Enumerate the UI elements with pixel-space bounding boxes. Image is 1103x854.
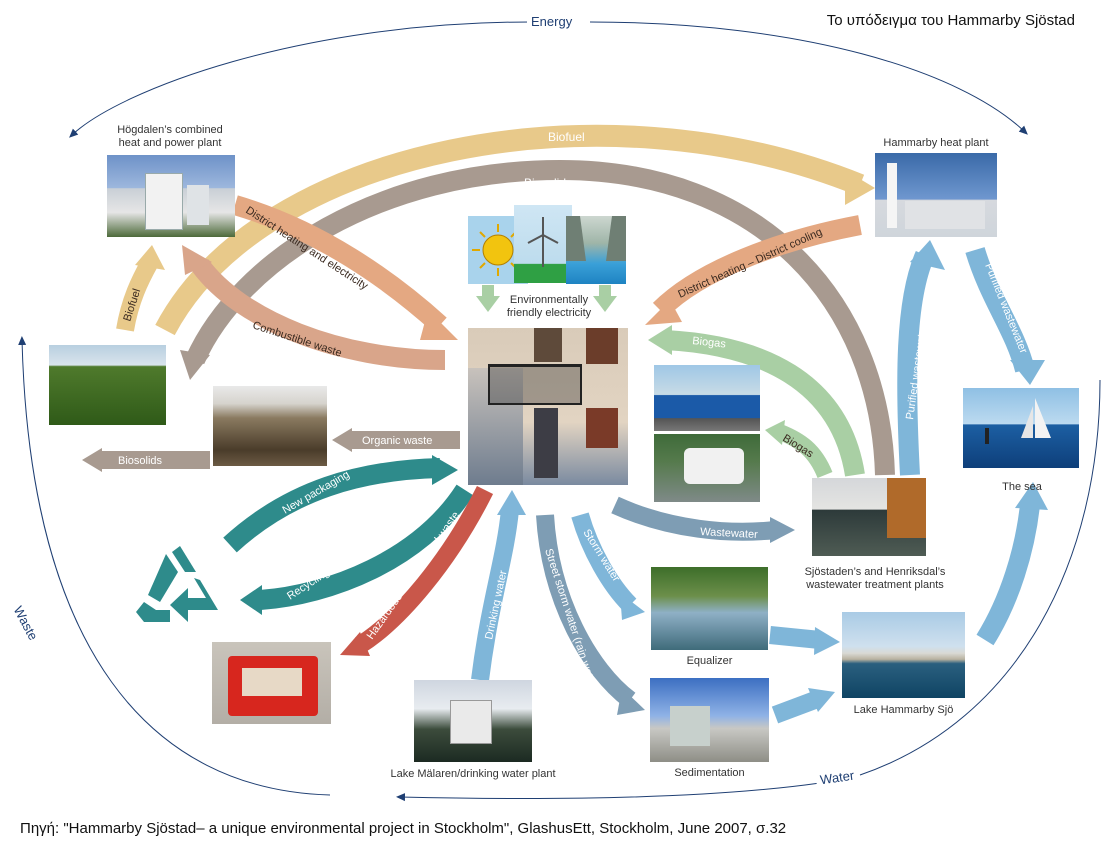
sea-photo bbox=[963, 388, 1079, 468]
combustible-waste-arrowhead bbox=[182, 245, 212, 275]
district-heating-arrowhead bbox=[420, 310, 458, 340]
street-storm-water-label: Street storm water (rain water) bbox=[542, 547, 599, 692]
treatment-plant-photo bbox=[812, 478, 926, 556]
wastewater-arrowhead bbox=[770, 517, 795, 543]
equalizer-photo bbox=[651, 567, 768, 650]
purified-wastewater-arrow-1 bbox=[897, 250, 935, 476]
hammarby-heat-plant-photo bbox=[875, 153, 997, 237]
storm-water-arrowhead bbox=[620, 593, 645, 620]
biofuel-top-arrow bbox=[155, 124, 865, 336]
sea-label: The sea bbox=[1002, 481, 1042, 493]
recycle-icon bbox=[136, 546, 218, 622]
sedimentation-photo bbox=[650, 678, 769, 762]
biosolids-top-label: Biosolids bbox=[524, 176, 572, 190]
hazardous-waste-box-photo bbox=[212, 642, 331, 724]
energy-cycle-line bbox=[69, 21, 531, 138]
biosolids-top-arrow bbox=[185, 159, 895, 476]
new-packaging-arrowhead bbox=[432, 455, 458, 485]
district-cooling-arrow bbox=[652, 215, 862, 318]
organic-waste-arrowhead bbox=[332, 428, 352, 452]
hogdalen-plant-photo bbox=[107, 155, 235, 237]
waste-cycle-line bbox=[18, 336, 331, 796]
car-photo bbox=[654, 434, 760, 502]
biofuel-side-arrowhead bbox=[135, 245, 165, 270]
lake-malaren-label: Lake Mälaren/drinking water plant bbox=[390, 768, 556, 780]
recycling-arrow bbox=[259, 484, 474, 610]
district-cooling-arrowhead bbox=[645, 300, 682, 325]
wastewater-arrow bbox=[611, 496, 776, 541]
equalizer-to-lake-arrowhead bbox=[814, 627, 840, 655]
biogas-label-1: Biogas bbox=[692, 335, 727, 351]
combustible-waste-arrow bbox=[191, 258, 446, 370]
hazardous-arrow bbox=[355, 485, 494, 653]
biofuel-top-arrowhead bbox=[845, 170, 875, 205]
recycling-arrowhead bbox=[240, 585, 262, 615]
apartment-building-photo bbox=[468, 328, 628, 485]
wastewater-label: Wastewater bbox=[700, 526, 759, 541]
purified-wastewater-arrow-2 bbox=[965, 247, 1035, 373]
biogas-arrow-1 bbox=[664, 330, 865, 477]
street-storm-water-arrow bbox=[536, 514, 636, 708]
lake-to-sea-arrowhead bbox=[1015, 482, 1048, 510]
drinking-water-arrowhead bbox=[497, 490, 526, 515]
treatment-plants-label: Sjöstaden’s and Henriksdal’s wastewater … bbox=[804, 566, 946, 591]
hammarby-heat-label: Hammarby heat plant bbox=[883, 137, 989, 149]
lake-malaren-photo bbox=[414, 680, 532, 762]
new-packaging-arrow bbox=[223, 458, 441, 553]
source-citation: Πηγή: "Hammarby Sjöstad– a unique enviro… bbox=[20, 820, 787, 837]
water-cycle-line bbox=[396, 782, 821, 802]
hogdalen-label: Högdalen’s combined heat and power plant bbox=[117, 124, 223, 149]
water-cycle-line-right bbox=[859, 379, 1101, 776]
lake-to-sea-arrow bbox=[976, 503, 1040, 646]
biofuel-side-arrow bbox=[116, 257, 158, 332]
biosolids-heap-photo bbox=[213, 386, 327, 466]
purified-wastewater-arrowhead-1 bbox=[910, 240, 945, 270]
energy-cycle-label: Energy bbox=[527, 14, 577, 29]
purified-wastewater-arrowhead-2 bbox=[1010, 360, 1045, 385]
organic-waste-label: Organic waste bbox=[362, 435, 432, 447]
electricity-arrowhead-left bbox=[476, 296, 500, 312]
hydropower-icon bbox=[566, 216, 626, 284]
district-heating-arrow bbox=[232, 195, 447, 333]
biogas-arrowhead-1 bbox=[648, 325, 672, 355]
green-electricity-label: Environmentally friendly electricity bbox=[506, 294, 592, 319]
biosolids-bottom-arrowhead bbox=[82, 448, 102, 472]
biosolids-bottom-label: Biosolids bbox=[118, 455, 163, 467]
wind-turbine-icon bbox=[514, 205, 572, 283]
street-storm-water-arrowhead bbox=[617, 688, 645, 715]
bus-photo bbox=[654, 365, 760, 431]
equalizer-label: Equalizer bbox=[686, 655, 733, 667]
biogas-arrowhead-2 bbox=[765, 420, 785, 445]
biosolids-top-arrowhead bbox=[180, 350, 210, 380]
biofuel-top-label: Biofuel bbox=[548, 130, 585, 144]
equalizer-to-lake-arrow bbox=[769, 626, 821, 649]
biogas-arrow-2 bbox=[776, 424, 833, 479]
lake-hammarby-label: Lake Hammarby Sjö bbox=[853, 704, 954, 716]
energy-cycle-line-right bbox=[589, 21, 1028, 135]
sedimentation-label: Sedimentation bbox=[674, 767, 745, 779]
sedimentation-to-lake-arrow bbox=[771, 691, 819, 724]
hazardous-arrowhead bbox=[340, 632, 370, 656]
drinking-water-arrow bbox=[471, 509, 519, 682]
field-photo bbox=[49, 345, 166, 425]
lake-hammarby-photo bbox=[842, 612, 965, 698]
diagram-title: Το υπόδειγμα του Hammarby Sjöstad bbox=[826, 12, 1075, 29]
sedimentation-to-lake-arrowhead bbox=[808, 688, 835, 712]
electricity-arrowhead-right bbox=[593, 296, 617, 312]
